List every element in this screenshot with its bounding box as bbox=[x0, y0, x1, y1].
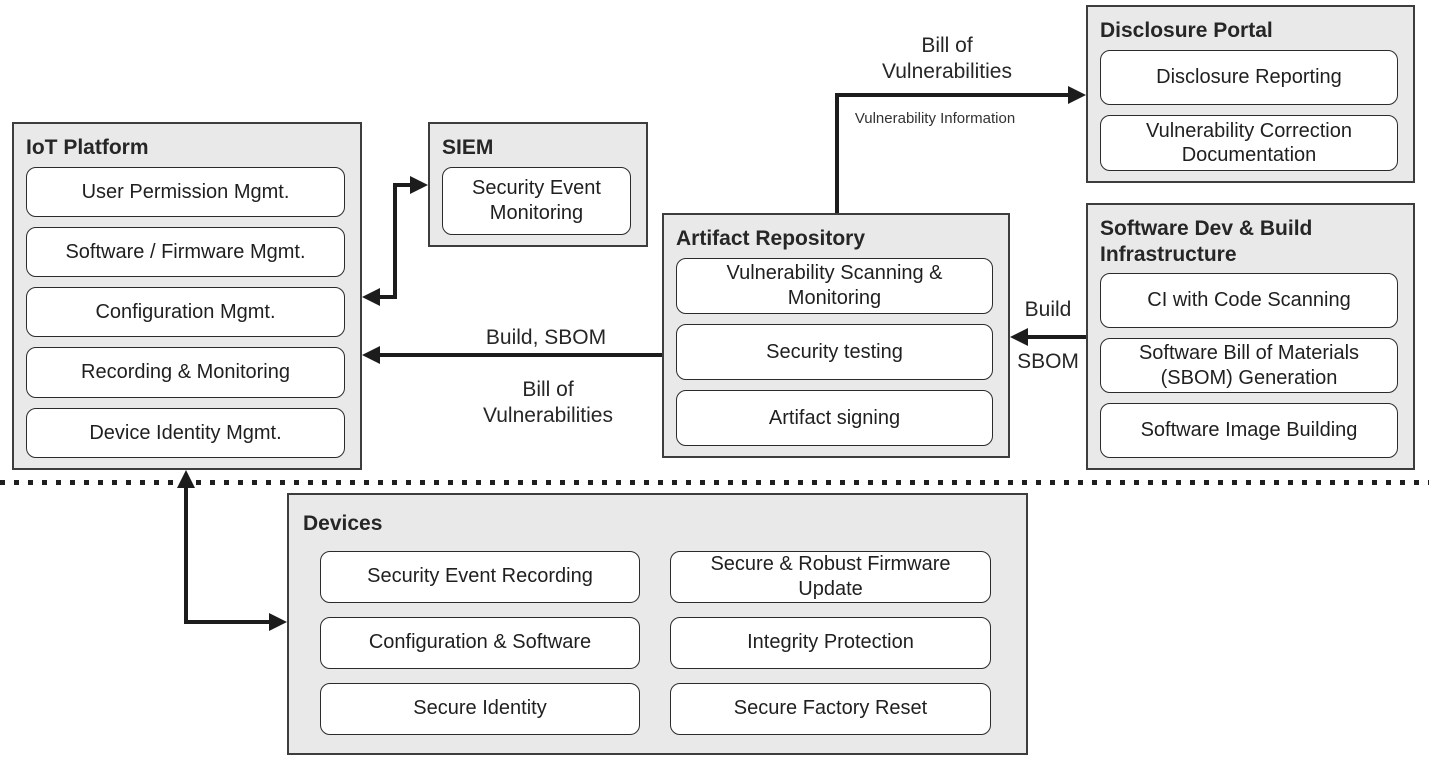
connector-segment bbox=[393, 185, 397, 299]
item-recording-monitoring: Recording & Monitoring bbox=[26, 347, 345, 398]
edge-label-sbom: SBOM bbox=[1017, 350, 1079, 373]
artifact-repository-title: Artifact Repository bbox=[676, 227, 866, 250]
arrowhead-left-icon bbox=[362, 288, 380, 306]
item-vulnerability-scanning-monitoring: Vulnerability Scanning & Monitoring bbox=[676, 257, 993, 314]
siem-group: SIEM Security Event Monitoring bbox=[428, 122, 648, 247]
edge-label-vulnerability-information: Vulnerability Information bbox=[854, 110, 1016, 127]
arrowhead-right-icon bbox=[1068, 86, 1086, 104]
edge-label-build: Build bbox=[1024, 298, 1072, 321]
item-secure-identity: Secure Identity bbox=[320, 682, 640, 735]
disclosure-portal-group: Disclosure Portal Disclosure Reporting V… bbox=[1086, 5, 1415, 183]
item-software-firmware-mgmt: Software / Firmware Mgmt. bbox=[26, 226, 345, 278]
item-software-image-building: Software Image Building bbox=[1100, 403, 1398, 458]
item-configuration-software: Configuration & Software bbox=[320, 616, 640, 669]
item-integrity-protection: Integrity Protection bbox=[670, 616, 991, 669]
item-security-testing: Security testing bbox=[676, 323, 993, 380]
item-configuration-mgmt: Configuration Mgmt. bbox=[26, 287, 345, 338]
software-dev-build-title: Software Dev & Build Infrastructure bbox=[1100, 217, 1313, 266]
item-security-event-recording: Security Event Recording bbox=[320, 550, 640, 603]
item-user-permission-mgmt: User Permission Mgmt. bbox=[26, 166, 345, 217]
iot-platform-items: User Permission Mgmt. Software / Firmwar… bbox=[14, 166, 360, 468]
iot-platform-title: IoT Platform bbox=[26, 136, 149, 159]
devices-items: Security Event Recording Secure & Robust… bbox=[289, 543, 1026, 735]
item-secure-factory-reset: Secure Factory Reset bbox=[670, 682, 991, 735]
item-sbom-generation: Software Bill of Materials (SBOM) Genera… bbox=[1100, 338, 1398, 394]
software-dev-build-group: Software Dev & Build Infrastructure CI w… bbox=[1086, 203, 1415, 470]
edge-label-bill-of-vulnerabilities-mid: Bill of Vulnerabilities bbox=[483, 378, 613, 428]
connector-segment bbox=[184, 486, 188, 624]
connector-segment bbox=[377, 353, 662, 357]
disclosure-portal-title: Disclosure Portal bbox=[1100, 19, 1273, 42]
connector-segment bbox=[835, 95, 839, 213]
item-artifact-signing: Artifact signing bbox=[676, 389, 993, 446]
arrowhead-left-icon bbox=[362, 346, 380, 364]
connector-segment bbox=[378, 295, 397, 299]
item-security-event-monitoring: Security Event Monitoring bbox=[442, 166, 631, 235]
edge-label-build-sbom: Build, SBOM bbox=[485, 326, 607, 349]
devices-title: Devices bbox=[303, 512, 383, 535]
item-secure-robust-firmware-update: Secure & Robust Firmware Update bbox=[670, 550, 991, 603]
item-vulnerability-correction-documentation: Vulnerability Correction Documentation bbox=[1100, 115, 1398, 172]
iot-platform-group: IoT Platform User Permission Mgmt. Softw… bbox=[12, 122, 362, 470]
artifact-repository-group: Artifact Repository Vulnerability Scanni… bbox=[662, 213, 1010, 458]
connector-segment bbox=[393, 183, 413, 187]
item-device-identity-mgmt: Device Identity Mgmt. bbox=[26, 407, 345, 459]
arrowhead-right-icon bbox=[269, 613, 287, 631]
arrowhead-right-icon bbox=[410, 176, 428, 194]
devices-group: Devices Security Event Recording Secure … bbox=[287, 493, 1028, 755]
arrowhead-left-icon bbox=[1010, 328, 1028, 346]
connector-segment bbox=[184, 620, 271, 624]
item-ci-code-scanning: CI with Code Scanning bbox=[1100, 273, 1398, 329]
siem-title: SIEM bbox=[442, 136, 494, 159]
connector-segment bbox=[835, 93, 1070, 97]
edge-label-bill-of-vulnerabilities-top: Bill of Vulnerabilities bbox=[882, 34, 1012, 84]
connector-segment bbox=[1026, 335, 1086, 339]
item-disclosure-reporting: Disclosure Reporting bbox=[1100, 49, 1398, 106]
network-boundary-dotted-line bbox=[0, 480, 1429, 485]
arrowhead-up-icon bbox=[177, 470, 195, 488]
